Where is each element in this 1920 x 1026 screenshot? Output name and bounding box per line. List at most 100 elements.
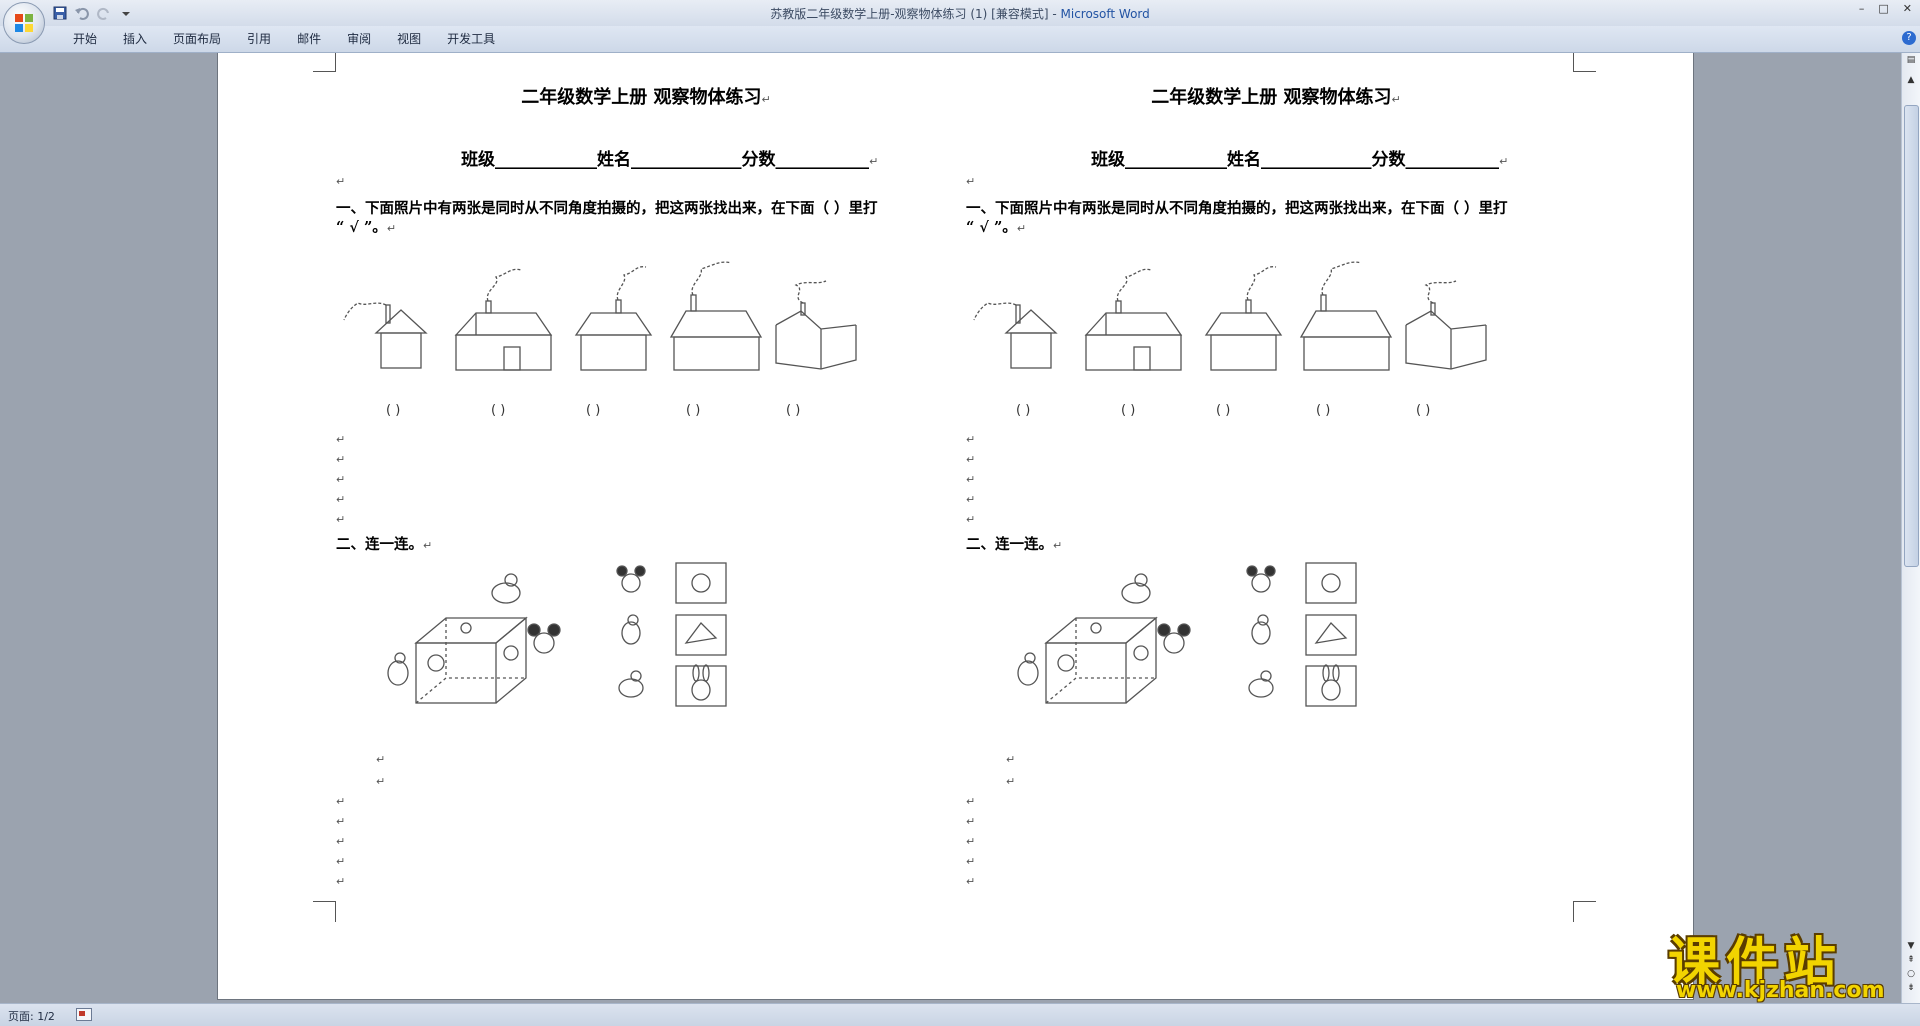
undo-icon[interactable]: [74, 5, 90, 21]
paragraph-mark: ↵: [966, 815, 976, 828]
dog-icon: [621, 614, 641, 645]
mickey-icon: [1157, 623, 1191, 654]
customize-toolbar-icon[interactable]: [118, 5, 134, 21]
paragraph-mark: ↵: [966, 175, 976, 188]
paragraph-mark: ↵: [1006, 775, 1016, 788]
tab-mailings[interactable]: 邮件: [297, 32, 322, 46]
answer-bracket-2[interactable]: ( ): [1121, 403, 1136, 418]
paragraph-mark: ↵: [1053, 539, 1063, 552]
worksheet-title-wrap: 二年级数学上册 观察物体练习↵: [966, 83, 1586, 109]
paragraph-mark: ↵: [966, 855, 976, 868]
info-line-wrap: 班级____________姓名_____________分数_________…: [966, 125, 1586, 190]
dog-icon: [387, 652, 409, 686]
paragraph-mark: ↵: [966, 433, 976, 446]
paragraph-mark: ↵: [336, 473, 346, 486]
question-2: 二、连一连。: [336, 536, 423, 553]
tab-insert[interactable]: 插入: [123, 32, 148, 46]
watermark-url: www.kjzhan.com: [1676, 978, 1885, 1003]
save-icon[interactable]: [52, 5, 68, 21]
house-photo-3: [574, 266, 653, 371]
tab-developer[interactable]: 开发工具: [447, 32, 496, 46]
tab-view[interactable]: 视图: [397, 32, 422, 46]
class-name-score-line: 班级____________姓名_____________分数_________…: [461, 150, 870, 170]
select-browse-object-icon[interactable]: ○: [1907, 969, 1915, 979]
duck-icon: [1248, 670, 1274, 698]
paragraph-mark: ↵: [386, 222, 397, 235]
page-indicator[interactable]: 页面: 1/2: [8, 1010, 55, 1023]
tab-references[interactable]: 引用: [247, 32, 272, 46]
minimize-button[interactable]: –: [1858, 2, 1865, 15]
paragraph-mark: ↵: [966, 513, 976, 526]
view-card-2: [1305, 614, 1357, 656]
view-card-3: [675, 665, 727, 707]
paragraph-mark: ↵: [336, 493, 346, 506]
answer-bracket-5[interactable]: ( ): [786, 403, 801, 418]
site-watermark: 课件站 www.kjzhan.com: [1668, 920, 1900, 1010]
worksheet-title: 二年级数学上册 观察物体练习: [521, 87, 762, 108]
ruler-toggle-icon[interactable]: ▤: [1906, 55, 1916, 65]
answer-bracket-4[interactable]: ( ): [1316, 403, 1331, 418]
paragraph-mark: ↵: [1499, 155, 1509, 168]
watermark-logo-text: 课件站: [1668, 933, 1843, 993]
worksheet-title-wrap: 二年级数学上册 观察物体练习↵: [336, 83, 956, 109]
paragraph-mark: ↵: [966, 875, 976, 888]
crop-mark: [313, 901, 336, 922]
info-line-wrap: 班级____________姓名_____________分数_________…: [336, 125, 956, 190]
worksheet-title: 二年级数学上册 观察物体练习: [1151, 87, 1392, 108]
question-1-line-2: “ √ ”。: [966, 219, 1017, 236]
house-photo-2: [454, 268, 553, 371]
document-title: 苏教版二年级数学上册-观察物体练习 (1) [兼容模式] -: [770, 7, 1061, 21]
paragraph-mark: ↵: [336, 453, 346, 466]
vertical-scrollbar[interactable]: ▤ ▲ ▼ ⇞ ○ ⇟: [1901, 53, 1920, 1003]
house-photo-1: [343, 302, 428, 369]
maximize-button[interactable]: □: [1878, 2, 1889, 15]
paragraph-mark: ↵: [336, 815, 346, 828]
duck-icon: [618, 670, 644, 698]
house-photos-illustration: [973, 261, 1487, 371]
answer-bracket-5[interactable]: ( ): [1416, 403, 1431, 418]
house-photo-4: [669, 261, 763, 371]
paragraph-mark: ↵: [761, 93, 771, 106]
scroll-down-icon[interactable]: ▼: [1907, 941, 1915, 951]
ribbon-tabs: 开始 插入 页面布局 引用 邮件 审阅 视图 开发工具: [60, 31, 508, 47]
document-workspace: 二年级数学上册 观察物体练习↵ 班级____________姓名________…: [0, 53, 1902, 1003]
paragraph-mark: ↵: [966, 835, 976, 848]
view-card-2: [675, 614, 727, 656]
answer-bracket-2[interactable]: ( ): [491, 403, 506, 418]
question-1-line-1: 一、下面照片中有两张是同时从不同角度拍摄的，把这两张找出来，在下面（ ）里打: [336, 200, 878, 217]
house-photo-4: [1299, 261, 1393, 371]
answer-bracket-1[interactable]: ( ): [1016, 403, 1031, 418]
previous-page-icon[interactable]: ⇞: [1907, 955, 1915, 965]
scroll-up-icon[interactable]: ▲: [1907, 75, 1915, 85]
tab-page-layout[interactable]: 页面布局: [173, 32, 222, 46]
view-card-1: [675, 562, 727, 604]
close-button[interactable]: ✕: [1902, 2, 1912, 15]
dog-icon: [1017, 652, 1039, 686]
mickey-icon: [527, 623, 561, 654]
answer-bracket-4[interactable]: ( ): [686, 403, 701, 418]
macro-recording-icon[interactable]: [76, 1008, 92, 1021]
answer-bracket-3[interactable]: ( ): [586, 403, 601, 418]
tab-review[interactable]: 审阅: [347, 32, 372, 46]
crop-mark: [1573, 53, 1596, 72]
paragraph-mark: ↵: [336, 795, 346, 808]
help-button[interactable]: ?: [1902, 31, 1916, 45]
document-page[interactable]: 二年级数学上册 观察物体练习↵ 班级____________姓名________…: [217, 53, 1694, 1000]
matching-exercise-illustration: [387, 562, 727, 707]
scroll-thumb[interactable]: [1904, 105, 1919, 567]
paragraph-mark: ↵: [336, 855, 346, 868]
paragraph-mark: ↵: [1391, 93, 1401, 106]
paragraph-mark: ↵: [1016, 222, 1027, 235]
question-2-wrap: 二、连一连。↵: [336, 533, 432, 554]
window-controls: – □ ✕: [1859, 2, 1912, 15]
view-card-1: [1305, 562, 1357, 604]
worksheet-column-right: 二年级数学上册 观察物体练习↵ 班级____________姓名________…: [966, 53, 1586, 999]
tab-home[interactable]: 开始: [73, 32, 98, 46]
answer-bracket-3[interactable]: ( ): [1216, 403, 1231, 418]
next-page-icon[interactable]: ⇟: [1907, 983, 1915, 993]
house-photo-1: [973, 302, 1058, 369]
answer-bracket-1[interactable]: ( ): [386, 403, 401, 418]
redo-icon[interactable]: [96, 5, 112, 21]
office-button[interactable]: [3, 2, 45, 44]
question-1-line-1: 一、下面照片中有两张是同时从不同角度拍摄的，把这两张找出来，在下面（ ）里打: [966, 200, 1508, 217]
